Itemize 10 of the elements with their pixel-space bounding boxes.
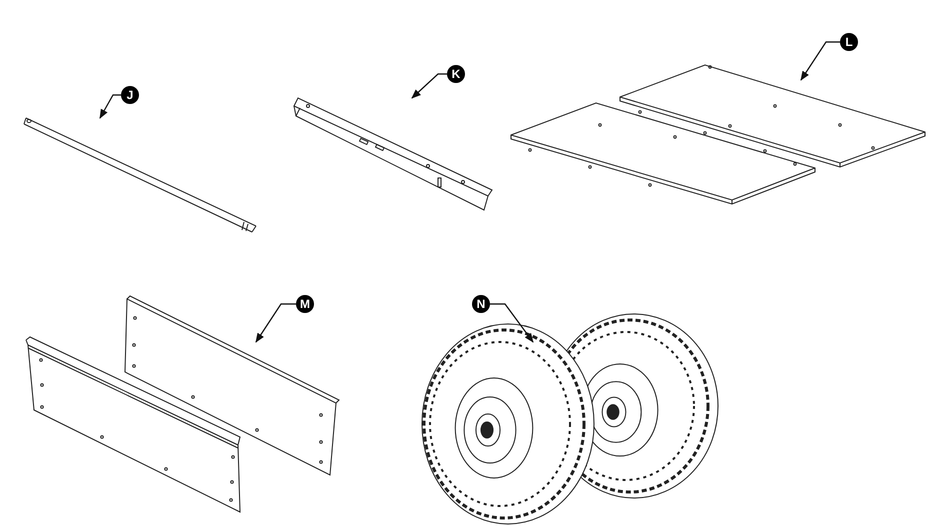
callout-letter: K [447,65,465,83]
callout-letter: M [296,295,314,313]
callout-letter: L [840,33,858,51]
leader-line [255,303,296,343]
leader-line [800,41,840,81]
callout-letter: N [472,295,490,313]
leader-line [490,303,534,343]
leader-line [99,94,121,119]
callout-letter: J [121,86,139,104]
leader-line [411,73,447,99]
